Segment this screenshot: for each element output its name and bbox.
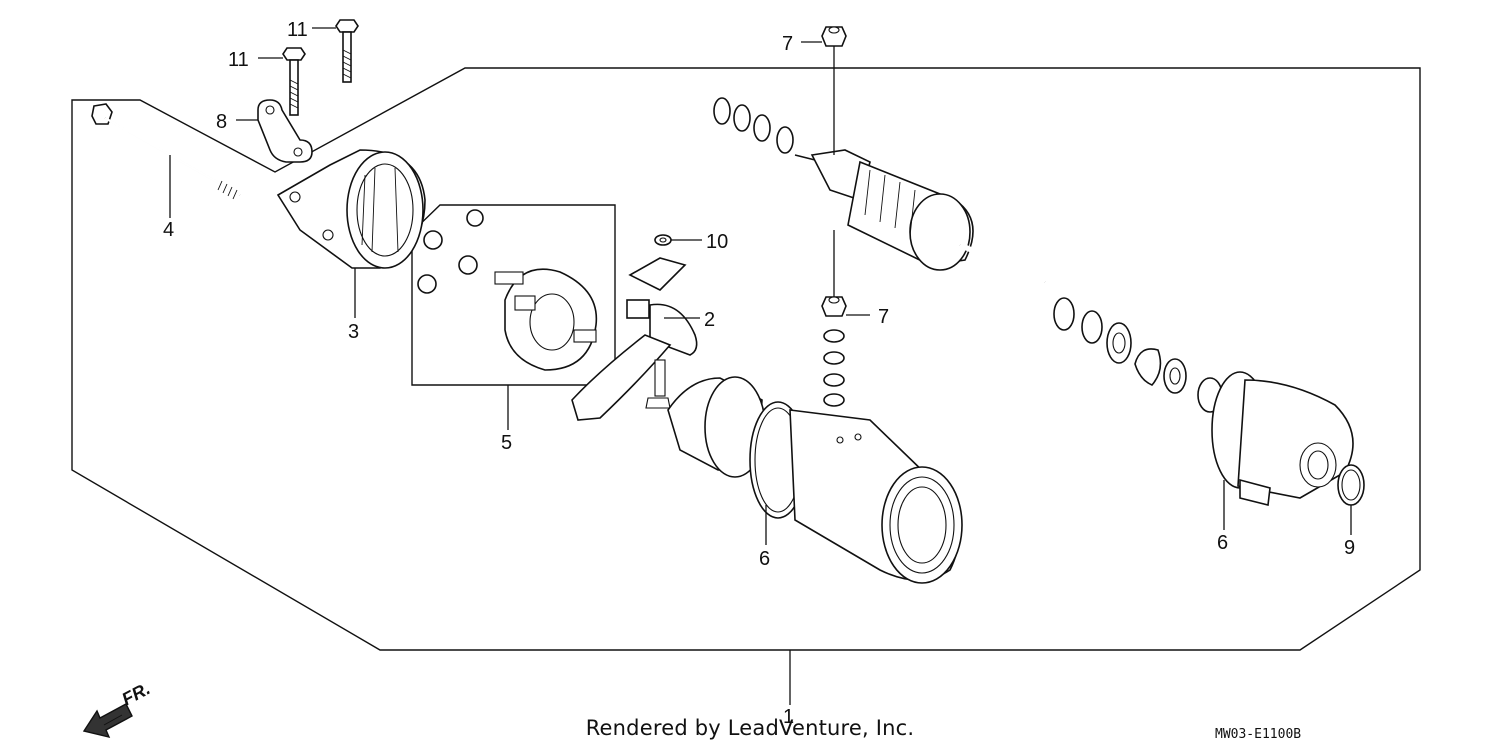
front-arrow-icon: [82, 703, 133, 739]
callout-2[interactable]: 2: [704, 309, 715, 331]
yoke-housing[interactable]: [789, 409, 963, 584]
shim-washers-upper[interactable]: [713, 97, 794, 154]
gasket-front[interactable]: [667, 376, 807, 519]
long-bolt-4[interactable]: [91, 103, 241, 200]
assembly-outline: [71, 67, 1421, 651]
callout-7-upper[interactable]: 7: [782, 33, 793, 55]
diagram-code: MW03-E1100B: [1215, 727, 1302, 742]
washer-10[interactable]: [654, 234, 672, 246]
callout-3[interactable]: 3: [348, 321, 359, 343]
nut-7-lower[interactable]: [821, 296, 847, 407]
o-ring-9[interactable]: [1337, 464, 1365, 506]
shim-washers-lower[interactable]: [1053, 297, 1223, 413]
bolt-11-upper[interactable]: [335, 19, 359, 83]
armature[interactable]: [794, 149, 1047, 285]
bolt-11-lower[interactable]: [282, 47, 306, 116]
callout-leaders: [169, 27, 1352, 705]
callout-11-lower[interactable]: 11: [228, 49, 249, 71]
callout-1[interactable]: 1: [783, 706, 794, 728]
callout-10[interactable]: 10: [706, 231, 728, 253]
rear-cover[interactable]: [1211, 371, 1354, 506]
callout-6-rear[interactable]: 6: [1217, 532, 1228, 554]
callout-6-front[interactable]: 6: [759, 548, 770, 570]
callout-7-lower[interactable]: 7: [878, 306, 889, 328]
brush-assembly-2[interactable]: [571, 257, 698, 421]
footer-credit: Rendered by LeadVenture, Inc.: [585, 716, 915, 740]
brush-holder-5[interactable]: [417, 209, 598, 371]
front-cover-3[interactable]: [276, 149, 426, 269]
callout-9[interactable]: 9: [1344, 537, 1355, 559]
callout-11-upper[interactable]: 11: [287, 19, 308, 41]
bracket-8[interactable]: [257, 99, 313, 163]
nut-7-upper[interactable]: [821, 26, 847, 47]
callout-5[interactable]: 5: [501, 432, 512, 454]
callout-4[interactable]: 4: [163, 219, 174, 241]
callout-8[interactable]: 8: [216, 111, 227, 133]
